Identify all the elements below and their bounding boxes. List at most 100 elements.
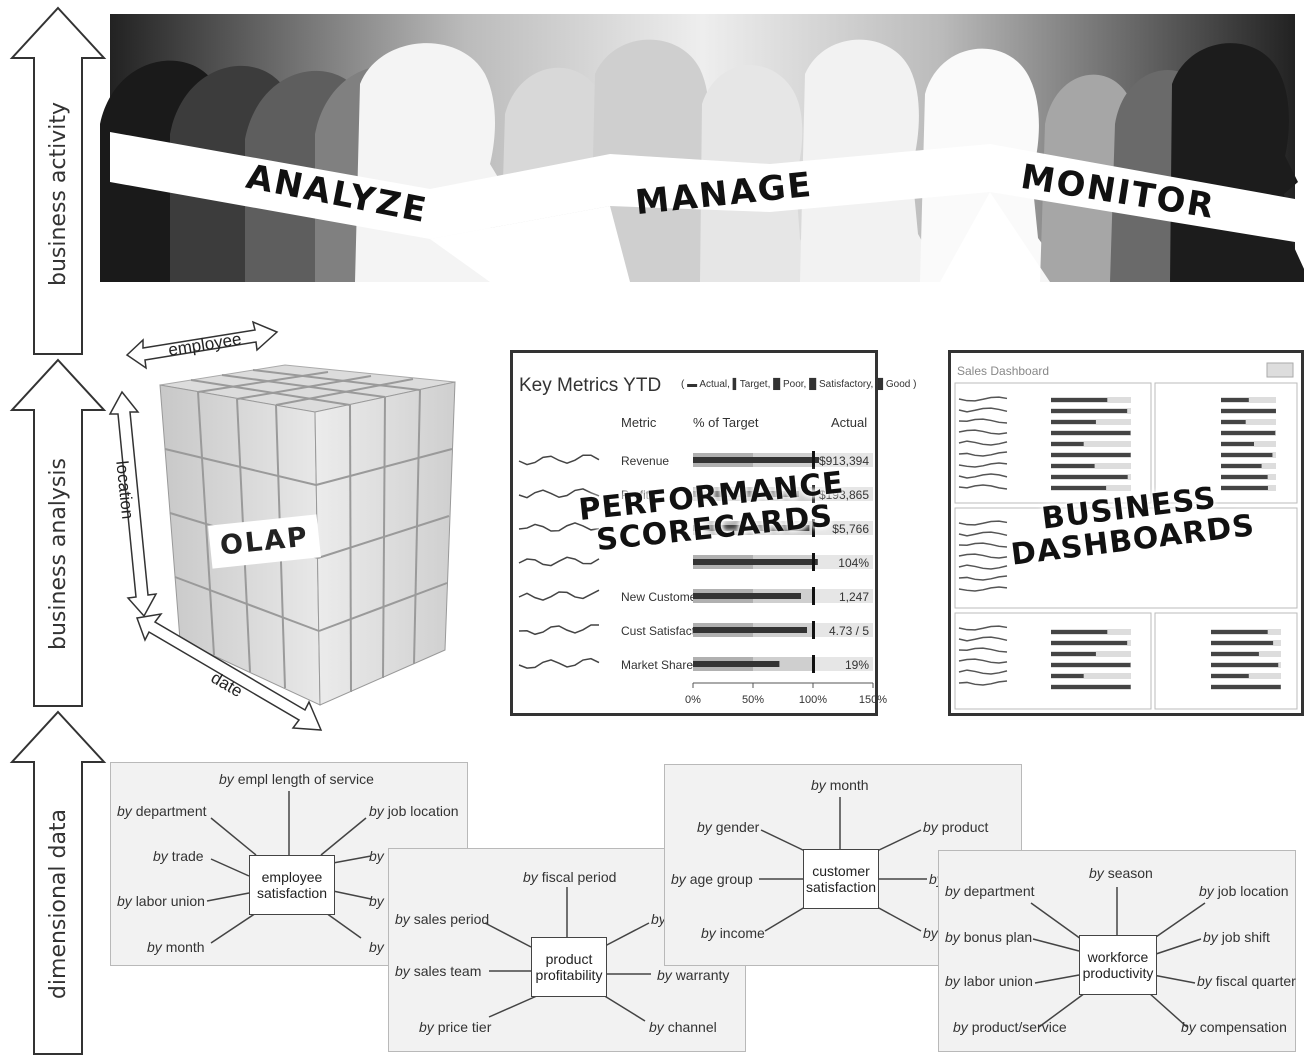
dash-bar [1211, 674, 1249, 678]
sparkline [518, 589, 600, 601]
scorecard-title: Key Metrics YTD [519, 375, 661, 396]
dash-sparkline [958, 553, 1008, 559]
actual-bar [693, 593, 801, 599]
axis-tick-label: 0% [685, 694, 701, 706]
sparkline [518, 556, 600, 567]
target-marker [812, 587, 815, 605]
axis-tick-label: 100% [799, 694, 827, 706]
dash-sparkline [958, 636, 1008, 642]
level-arrow-activity [9, 6, 107, 355]
dim-bonus-plan: by bonus plan [945, 929, 1033, 945]
dash-bar [1051, 420, 1096, 424]
dash-sparkline [958, 462, 1008, 468]
dash-bar [1221, 453, 1273, 457]
dim-warranty: by warranty [657, 967, 730, 983]
scorecard-legend: ( ▬ Actual, ▌Target, █ Poor, █ Satisfact… [681, 377, 916, 391]
actual-value: $5,766 [832, 522, 869, 536]
dim-income: by income [701, 925, 765, 941]
level-label-activity: business activity [46, 102, 71, 286]
dash-sparkline [958, 440, 1008, 446]
dim-season: by season [1089, 865, 1153, 881]
dash-sparkline [958, 680, 1008, 686]
employee-axis-arrow [125, 320, 279, 370]
dash-bar [1051, 674, 1084, 678]
dim-month: by month [147, 939, 205, 955]
dash-bar [1051, 442, 1084, 446]
dashboard-thumbnail: Sales Dashboard [954, 362, 1298, 710]
dash-bar [1051, 486, 1107, 490]
actual-value: $193,865 [819, 488, 869, 502]
dim-department-2: by department [945, 883, 1035, 899]
dash-sparkline [958, 669, 1008, 675]
dash-sparkline [958, 658, 1008, 664]
dash-sparkline [958, 542, 1008, 548]
dim-fiscal-quarter: by fiscal quarter [1197, 973, 1296, 989]
actual-value: 1,247 [839, 590, 869, 604]
actual-value: 104% [838, 556, 869, 570]
dash-sparkline [958, 407, 1008, 413]
dash-bar [1051, 652, 1096, 656]
dash-bar [1211, 663, 1279, 667]
dash-bar [1051, 398, 1108, 402]
dash-bar [1211, 641, 1274, 645]
dash-bar-bg [1221, 419, 1276, 425]
dim-cut-4: by [651, 911, 666, 927]
dim-job-shift: by job shift [1203, 929, 1270, 945]
dash-sparkline [958, 451, 1008, 457]
actual-value: 19% [845, 658, 869, 672]
card-product-profitability: by fiscal period by sales period by sale… [388, 848, 746, 1052]
scorecard-panel: Key Metrics YTD ( ▬ Actual, ▌Target, █ P… [510, 350, 916, 716]
dash-sparkline [958, 647, 1008, 653]
target-marker [812, 621, 815, 639]
dim-cut-3: by [369, 939, 384, 955]
card-employee-satisfaction: by empl length of service by department … [110, 762, 468, 966]
dim-labor-union: by labor union [117, 893, 205, 909]
dash-bar [1051, 409, 1128, 413]
dim-trade: by trade [153, 848, 204, 864]
card-spokes [759, 797, 927, 932]
dash-sparkline [958, 429, 1008, 435]
dash-bar [1051, 630, 1108, 634]
dash-bar [1051, 685, 1131, 689]
actual-bar [693, 491, 799, 497]
axis-tick-label: 150% [859, 694, 887, 706]
dash-bar [1221, 475, 1268, 479]
dim-cut-6: by [923, 925, 938, 941]
dash-sparkline [958, 473, 1008, 479]
axis-tick-label: 50% [742, 694, 764, 706]
dim-fiscal-period: by fiscal period [523, 869, 617, 885]
dim-cut-1: by [369, 848, 384, 864]
dashboard-title: Sales Dashboard [957, 364, 1049, 378]
dim-gender: by gender [697, 819, 760, 835]
sparkline [518, 624, 600, 636]
dim-month-2: by month [811, 777, 869, 793]
level-label-analysis: business analysis [46, 458, 71, 650]
dash-bar [1221, 464, 1262, 468]
dash-sparkline [958, 586, 1008, 592]
dash-bar [1051, 453, 1131, 457]
target-marker [812, 655, 815, 673]
dashboard-panel: Sales Dashboard BUSINESS DASHBOARDS [948, 350, 1304, 716]
sparkline [518, 454, 600, 466]
card-spokes [1030, 887, 1206, 1028]
dash-bar [1051, 464, 1095, 468]
target-marker [812, 485, 815, 503]
dim-product-service: by product/service [953, 1019, 1067, 1035]
dash-bar [1211, 652, 1259, 656]
dim-sales-team: by sales team [395, 963, 482, 979]
metric-label: New Customers [621, 590, 706, 604]
card-spokes [206, 791, 372, 944]
dash-bar [1221, 420, 1246, 424]
dash-sparkline [958, 418, 1008, 424]
dash-bar [1211, 630, 1268, 634]
dim-product: by product [923, 819, 989, 835]
dash-bar [1221, 442, 1255, 446]
dim-labor-union-2: by labor union [945, 973, 1033, 989]
card-workforce-productivity: by season by department by job location … [938, 850, 1296, 1052]
center-employee-satisfaction: employee satisfaction [249, 855, 335, 915]
dim-cut-2: by [369, 893, 384, 909]
dash-sparkline [958, 564, 1008, 570]
actual-bar [693, 559, 818, 565]
dash-bar [1221, 409, 1276, 413]
level-arrow-data [9, 710, 107, 1055]
